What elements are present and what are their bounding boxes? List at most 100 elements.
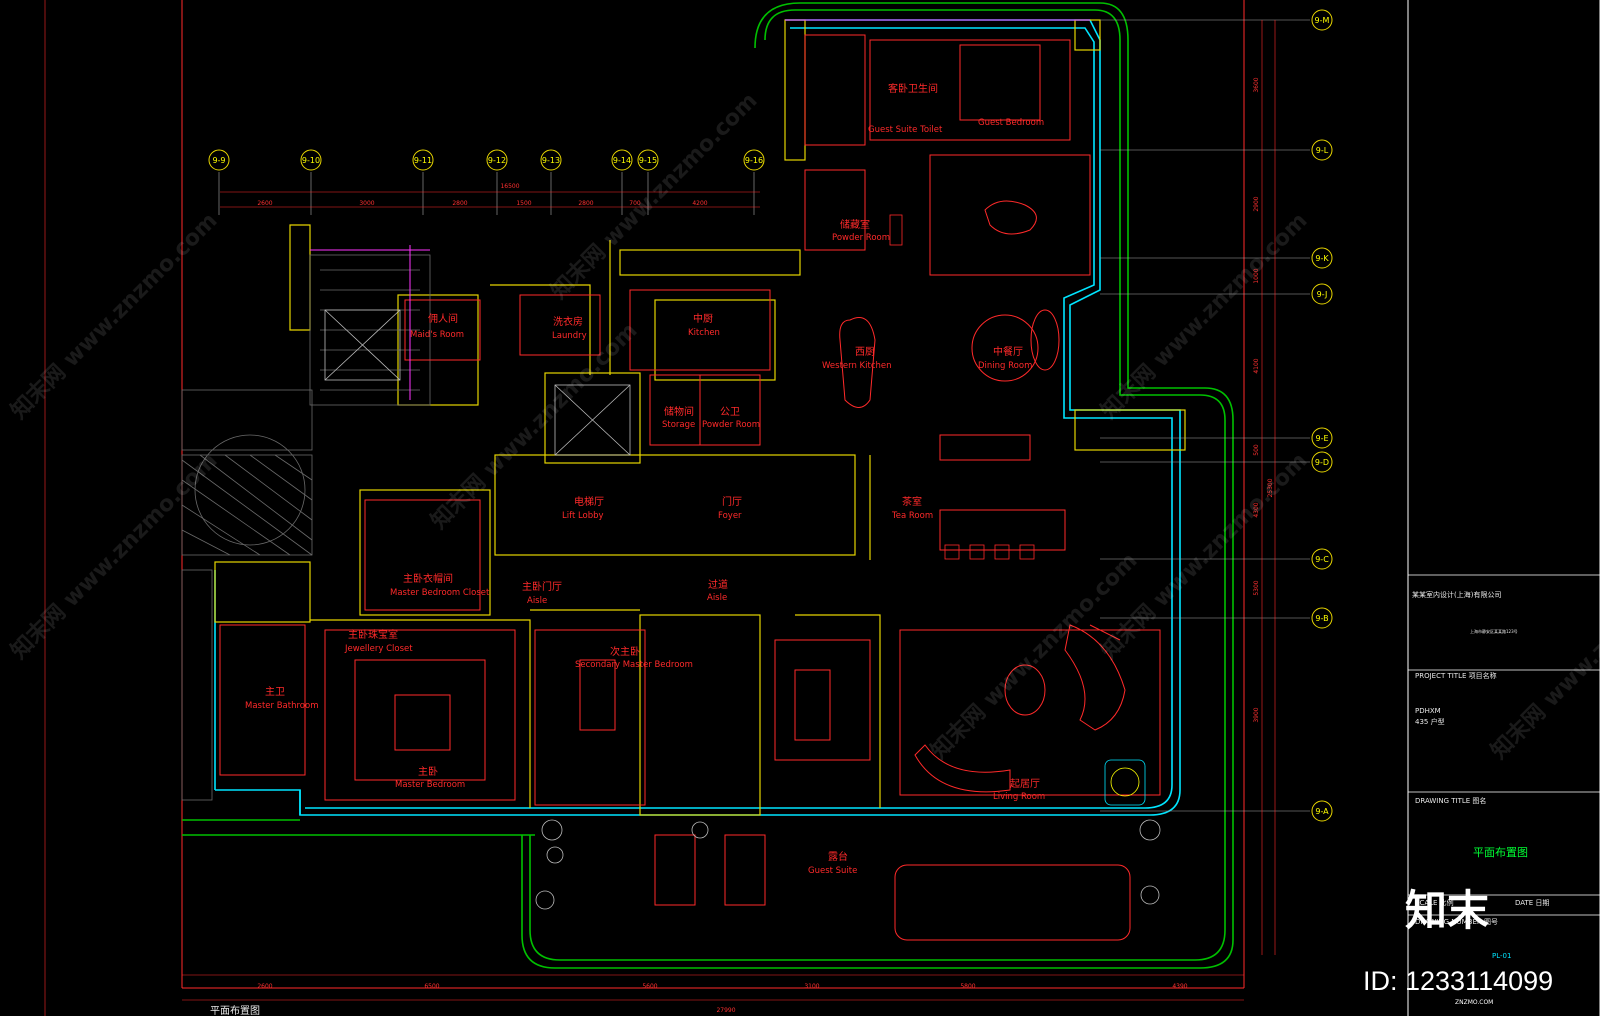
logo-text: 知末 — [1405, 886, 1489, 935]
grid-label-top: 9-11 — [414, 156, 432, 165]
room-label-jewellery-closet: Jewellery Closet — [344, 644, 413, 654]
room-label-laundry: Laundry — [552, 331, 587, 341]
grid-label-top: 9-16 — [745, 156, 763, 165]
grid-bubble-right — [1311, 139, 1333, 161]
room-label-maids-room: Maid's Room — [410, 330, 464, 340]
grid-bubble-top — [637, 149, 659, 171]
grid-label-right: 9-E — [1315, 434, 1328, 443]
dim-right-total: 25300 — [1267, 478, 1274, 497]
room-label-powder-room-cn: 公卫 — [720, 407, 740, 418]
room-label-kitchen-cn: 中厨 — [693, 312, 713, 325]
room-label-master-closet-cn: 主卧衣帽间 — [403, 572, 453, 585]
room-label-laundry-cn: 洗衣房 — [553, 315, 583, 328]
room-label-terrace: Guest Suite — [808, 866, 857, 876]
neighbor-hatched-area — [181, 254, 431, 801]
grid-label-top: 9-13 — [542, 156, 560, 165]
grid-label-right: 9-C — [1315, 555, 1329, 564]
room-label-master-bedroom-cn: 主卧 — [418, 765, 438, 778]
dim-right: 2900 — [1253, 196, 1260, 211]
room-label-storage-cn: 储物间 — [664, 405, 694, 418]
grid-label-right: 9-M — [1315, 16, 1330, 25]
watermark-text-5: 知末网 www.znzmo.com — [426, 318, 643, 535]
dim-bottom: 6500 — [424, 983, 439, 990]
dim-right: 3900 — [1253, 707, 1260, 722]
id-label: ID: 1233114099 — [1363, 966, 1553, 996]
room-label-secondary-master-cn: 次主卧 — [610, 645, 640, 658]
interior-partitions — [219, 34, 1161, 941]
room-label-powder-room-top-cn: 储藏室 — [840, 218, 870, 231]
drawing-frame — [44, 0, 1600, 1016]
grid-axis-right: 9-M 9-L 9-K 9-J 9-E 9-D 9-C 9-B 9-A — [1100, 9, 1333, 822]
grid-bubble-top — [412, 149, 434, 171]
room-label-lift-lobby: Lift Lobby — [562, 511, 604, 521]
room-label-aisle-2: Aisle — [707, 593, 727, 603]
grid-bubble-right — [1311, 548, 1333, 570]
plant-icons — [535, 819, 1161, 910]
grid-label-right: 9-A — [1315, 807, 1329, 816]
dimension-lines — [182, 20, 1276, 1001]
room-label-aisle-2-cn: 过道 — [708, 578, 728, 591]
magenta-lines — [310, 19, 1090, 400]
grid-label-right: 9-B — [1315, 614, 1328, 623]
grid-bubble-right — [1311, 800, 1333, 822]
grid-bubble-right — [1311, 427, 1333, 449]
grid-bubble-right — [1311, 451, 1333, 473]
tb-drawing-label: DRAWING TITLE 图名 — [1415, 796, 1486, 805]
room-label-aisle-1: Aisle — [527, 596, 547, 606]
room-label-dining-room-cn: 中餐厅 — [993, 345, 1023, 358]
room-label-powder-room: Powder Room — [702, 420, 760, 430]
room-label-master-bath: Master Bathroom — [245, 701, 318, 711]
watermarks: 知末网 www.znzmo.com 知末网 www.znzmo.com 知末网 … — [6, 88, 1600, 765]
grid-label-right: 9-J — [1317, 290, 1328, 299]
room-label-tea-room-cn: 茶室 — [902, 495, 922, 508]
tb-project-label: PROJECT TITLE 项目名称 — [1415, 671, 1497, 680]
tb-number: PL-01 — [1492, 952, 1511, 960]
title-block: 某某室内设计(上海)有限公司 上海市静安区某某路123号 PROJECT TIT… — [1408, 574, 1600, 960]
room-label-jewellery-closet-cn: 主卧珠宝室 — [348, 628, 398, 641]
room-labels: 客卧卫生间 Guest Suite Toilet Guest Bedroom 储… — [245, 82, 1045, 876]
room-label-master-closet: Master Bedroom Closet — [390, 588, 490, 598]
grid-bubble-top — [486, 149, 508, 171]
room-label-living-room-cn: 起居厅 — [1010, 778, 1040, 790]
grid-label-top: 9-10 — [302, 156, 320, 165]
grid-label-right: 9-D — [1315, 458, 1329, 467]
room-label-guest-suite-toilet: Guest Suite Toilet — [868, 125, 943, 135]
exterior-walls — [214, 19, 1181, 816]
grid-label-top: 9-12 — [488, 156, 506, 165]
dim-bottom: 5800 — [960, 983, 975, 990]
room-label-aisle-1-cn: 主卧门厅 — [522, 580, 562, 593]
grid-label-top: 9-9 — [212, 156, 225, 165]
dim-right: 1000 — [1253, 268, 1260, 283]
grid-bubble-right — [1311, 283, 1333, 305]
room-label-foyer: Foyer — [718, 511, 742, 521]
grid-bubble-right — [1311, 9, 1333, 31]
dim-top: 4200 — [692, 200, 707, 207]
grid-bubble-top — [540, 149, 562, 171]
room-label-western-kitchen: Western Kitchen — [822, 361, 892, 371]
grid-bubble-top — [300, 149, 322, 171]
watermark-text-1: 知末网 www.znzmo.com — [6, 208, 223, 425]
dim-right: 3600 — [1253, 77, 1260, 92]
dim-top: 1500 — [516, 200, 531, 207]
dim-right: 4100 — [1253, 358, 1260, 373]
dim-top: 3000 — [359, 200, 374, 207]
dim-top: 700 — [629, 200, 641, 207]
tb-company: 某某室内设计(上海)有限公司 — [1412, 590, 1501, 599]
grid-bubble-top — [208, 149, 230, 171]
room-label-kitchen: Kitchen — [688, 328, 720, 338]
room-label-terrace-cn: 露台 — [828, 850, 848, 863]
grid-label-right: 9-L — [1316, 146, 1329, 155]
room-label-secondary-master: Secondary Master Bedroom — [575, 660, 693, 670]
dim-top: 2600 — [257, 200, 272, 207]
logo-subtext: ZNZMO.COM — [1455, 999, 1493, 1006]
dim-right: 5300 — [1253, 580, 1260, 595]
room-label-lift-lobby-cn: 电梯厅 — [574, 495, 604, 508]
bottom-caption: 平面布置图 — [210, 1005, 260, 1016]
dim-bottom-total: 27990 — [716, 1007, 735, 1014]
room-label-powder-room-top: Powder Room — [832, 233, 890, 243]
grid-label-right: 9-K — [1315, 254, 1329, 263]
watermark-text-2: 知末网 www.znzmo.com — [6, 448, 223, 665]
dim-bottom: 3100 — [804, 983, 819, 990]
